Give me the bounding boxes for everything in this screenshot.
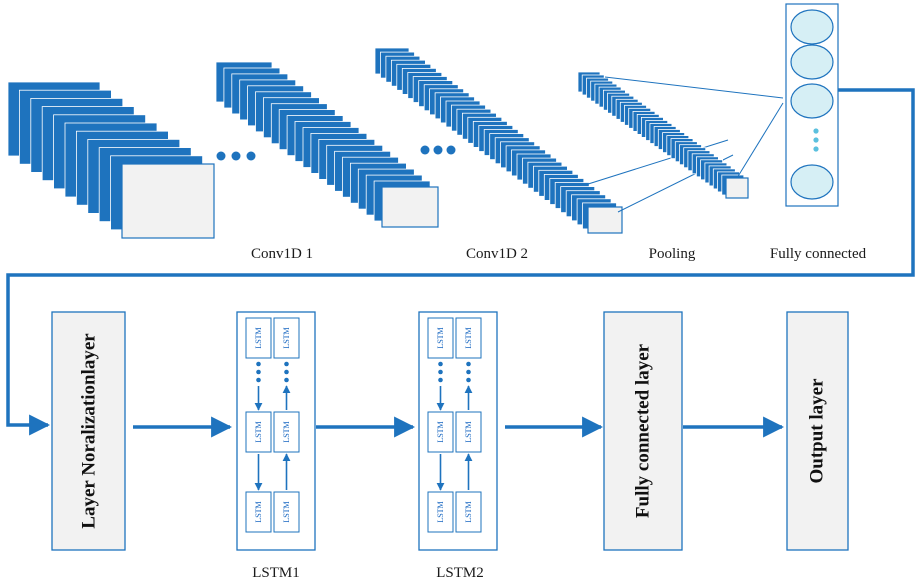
lstm-dot	[466, 361, 471, 367]
lstm-cell-label: LSTM	[254, 327, 263, 348]
label-pooling: Pooling	[649, 246, 696, 262]
lstm-dot	[256, 369, 261, 375]
lstm1-group: LSTM LSTM LSTM LSTM LSTM LSTM LSTM1	[236, 311, 316, 581]
feature-map-slice	[725, 177, 749, 199]
connector-top-to-bottom	[6, 88, 915, 436]
lstm-dot	[438, 377, 443, 383]
layer-normalization-block: Layer Noralizationlayer	[51, 311, 126, 551]
lstm-cell-label: LSTM	[464, 501, 473, 522]
lstm-cell	[273, 491, 300, 533]
lstm-dot	[284, 369, 289, 375]
lstm-cell-label: LSTM	[254, 421, 263, 442]
lstm-dot	[284, 361, 289, 367]
fully-connected-node-column	[785, 3, 839, 207]
pooling-feature-maps-stack	[577, 71, 749, 199]
conv1d-2-feature-maps-stack	[374, 47, 623, 234]
lstm-cell	[427, 411, 454, 453]
feature-map-slice	[121, 163, 215, 239]
lstm-dot	[466, 377, 471, 383]
lstm-cell-label: LSTM	[464, 327, 473, 348]
lstm-cell	[245, 491, 272, 533]
lstm-cell-label: LSTM	[436, 421, 445, 442]
lstm-dot	[438, 369, 443, 375]
lstm-cell	[273, 411, 300, 453]
label-conv1d-2: Conv1D 2	[466, 246, 528, 262]
lstm-cell-label: LSTM	[464, 421, 473, 442]
lstm-cell	[245, 317, 272, 359]
lstm-cell-label: LSTM	[436, 501, 445, 522]
projection-lines-pool-to-fc	[604, 76, 784, 179]
fc-node	[790, 9, 834, 45]
lstm-cell-label: LSTM	[254, 501, 263, 522]
lstm-dot	[284, 377, 289, 383]
lstm-dot	[466, 369, 471, 375]
output-layer-block: Output layer	[786, 311, 849, 551]
fully-connected-layer-block: Fully connected layer	[603, 311, 683, 551]
lstm-cell	[427, 317, 454, 359]
output-layer-label: Output layer	[807, 378, 828, 484]
lstm-cell-label: LSTM	[282, 501, 291, 522]
input-feature-maps-stack	[7, 81, 215, 239]
lstm-dot	[256, 377, 261, 383]
ellipsis-dots-1	[216, 151, 256, 161]
label-conv1d-1: Conv1D 1	[251, 246, 313, 262]
layer-normalization-label: Layer Noralizationlayer	[79, 333, 100, 529]
lstm2-group: LSTM LSTM LSTM LSTM LSTM LSTM LSTM2	[418, 311, 498, 581]
conv1d-1-feature-maps-stack	[215, 61, 439, 228]
fc-node	[790, 44, 834, 80]
lstm-dot	[438, 361, 443, 367]
label-fully-connected: Fully connected	[770, 246, 867, 262]
lstm-cell	[455, 411, 482, 453]
fc-node	[790, 83, 834, 119]
lstm-cell	[455, 491, 482, 533]
lstm-group-label: LSTM2	[436, 565, 484, 581]
lstm-cell-label: LSTM	[282, 421, 291, 442]
ellipsis-dots-2	[420, 145, 456, 155]
feature-map-slice	[587, 206, 623, 234]
fc-node	[790, 164, 834, 200]
lstm-cell	[273, 317, 300, 359]
lstm-group-label: LSTM1	[252, 565, 300, 581]
feature-map-slice	[381, 186, 439, 228]
lstm-cell-label: LSTM	[282, 327, 291, 348]
lstm-cell	[245, 411, 272, 453]
lstm-cell-label: LSTM	[436, 327, 445, 348]
lstm-dot	[256, 361, 261, 367]
lstm-cell	[455, 317, 482, 359]
lstm-cell	[427, 491, 454, 533]
fully-connected-layer-label: Fully connected layer	[633, 343, 654, 518]
